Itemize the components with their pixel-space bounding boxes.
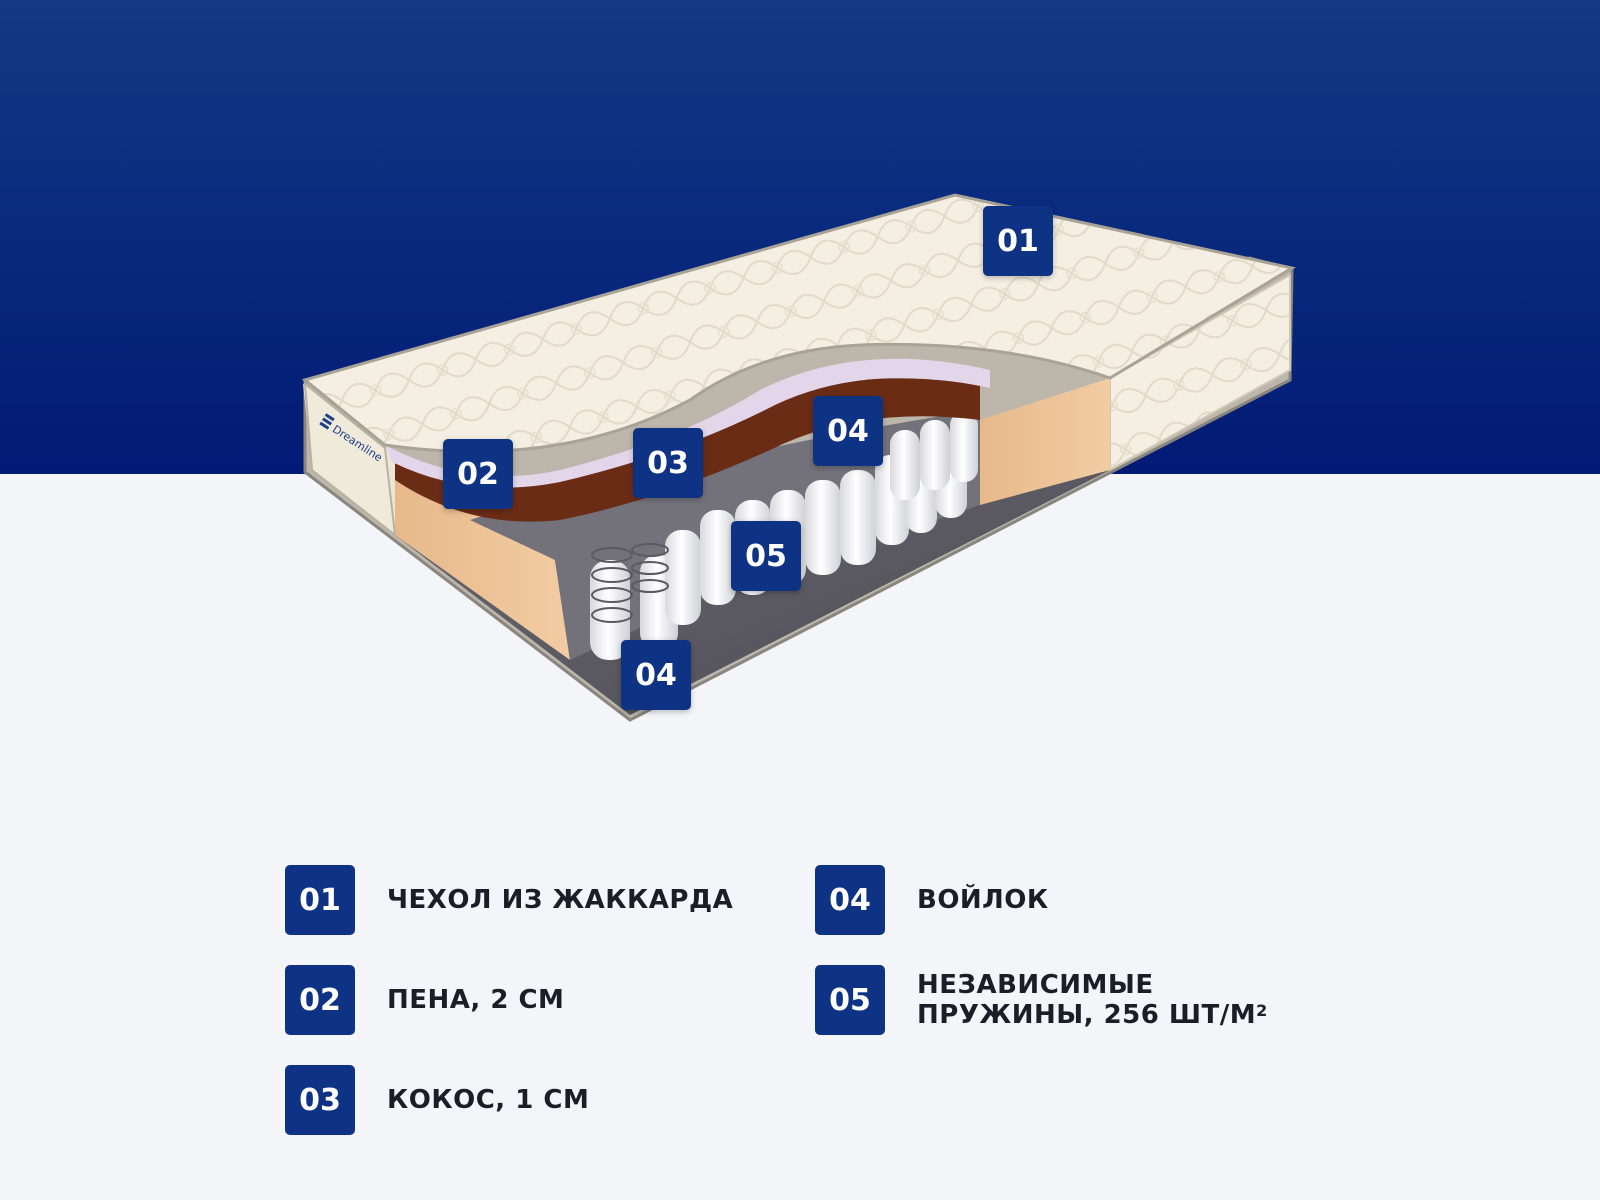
callout-badge-01: 01 [983, 206, 1053, 276]
legend-item-01: 01 ЧЕХОЛ ИЗ ЖАККАРДА [285, 865, 733, 935]
callout-badge-04-top: 04 [813, 396, 883, 466]
callout-badge-02: 02 [443, 439, 513, 509]
legend-label-03: КОКОС, 1 СМ [387, 1085, 590, 1115]
legend-item-05: 05 НЕЗАВИСИМЫЕ ПРУЖИНЫ, 256 ШТ/М2 [815, 965, 1268, 1035]
legend-badge-04: 04 [815, 865, 885, 935]
legend-item-03: 03 КОКОС, 1 СМ [285, 1065, 589, 1135]
legend-badge-02: 02 [285, 965, 355, 1035]
callout-badge-04-bottom: 04 [621, 640, 691, 710]
legend-label-02: ПЕНА, 2 СМ [387, 985, 565, 1015]
callout-badge-05: 05 [731, 521, 801, 591]
mattress-cutaway-illustration: Dreamline [301, 193, 1297, 722]
callout-badge-03: 03 [633, 428, 703, 498]
legend-badge-01: 01 [285, 865, 355, 935]
legend-item-04: 04 ВОЙЛОК [815, 865, 1049, 935]
legend-label-04: ВОЙЛОК [917, 885, 1049, 915]
legend-label-05-superscript: 2 [1256, 1001, 1268, 1020]
legend-label-01: ЧЕХОЛ ИЗ ЖАККАРДА [387, 885, 734, 915]
legend-label-05: НЕЗАВИСИМЫЕ ПРУЖИНЫ, 256 ШТ/М2 [917, 970, 1268, 1030]
legend-label-05-line1: НЕЗАВИСИМЫЕ [917, 970, 1154, 1000]
legend-item-02: 02 ПЕНА, 2 СМ [285, 965, 564, 1035]
legend-badge-03: 03 [285, 1065, 355, 1135]
legend-badge-05: 05 [815, 965, 885, 1035]
legend-label-05-line2: ПРУЖИНЫ, 256 ШТ/М [917, 1000, 1257, 1030]
